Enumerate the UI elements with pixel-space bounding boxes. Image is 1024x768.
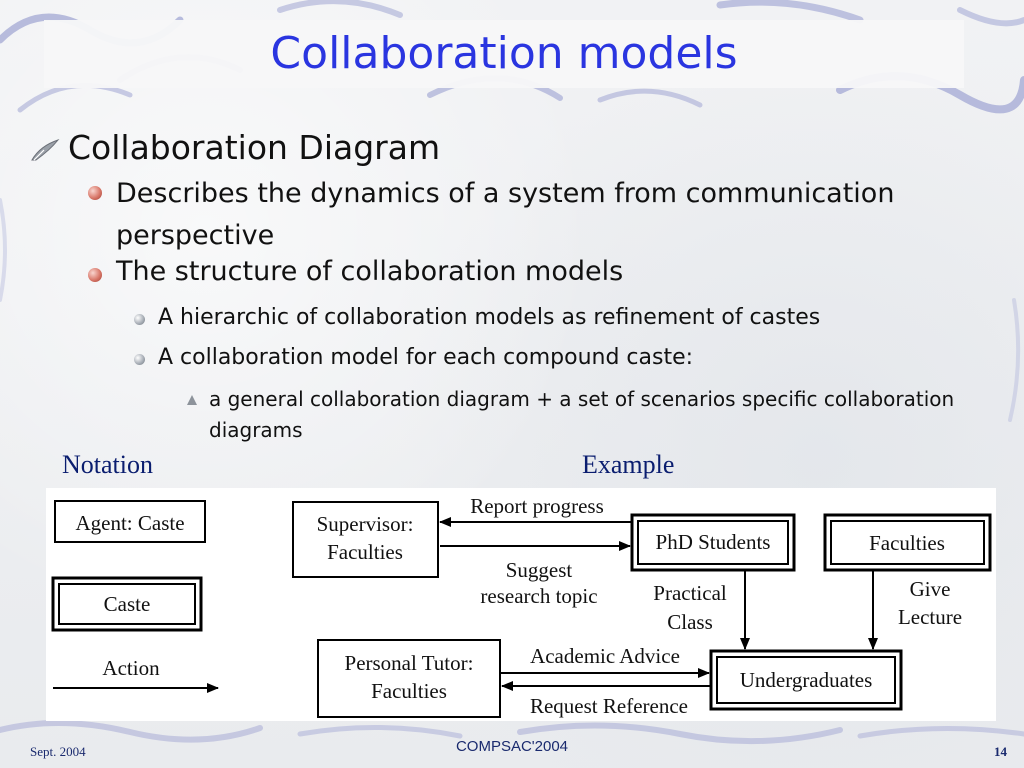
suggest-label-line1: Suggest (506, 558, 573, 582)
bullet-describes-dynamics: Describes the dynamics of a system from … (116, 178, 895, 251)
footer-date: Sept. 2004 (30, 744, 86, 759)
practical-label-line1: Practical (653, 581, 727, 605)
undergraduates-box-inner (716, 656, 896, 704)
phd-students-text: PhD Students (656, 530, 771, 554)
personal-tutor-box (317, 639, 501, 718)
personal-tutor-text-line1: Personal Tutor: (345, 651, 474, 675)
undergraduates-text: Undergraduates (740, 668, 873, 692)
title-background (44, 20, 964, 88)
suggest-label-line2: research topic (480, 584, 597, 608)
bullet-ball-icon (88, 186, 102, 200)
faculties-box-inner (830, 520, 985, 565)
notation-caste-box-inner (58, 583, 196, 625)
notation-agent-box (54, 500, 206, 543)
request-reference-label: Request Reference (530, 694, 688, 718)
bullet-ball-icon (88, 268, 102, 282)
report-progress-label: Report progress (470, 494, 604, 518)
give-label-line2: Lecture (898, 605, 962, 629)
bullet-general-diagram: a general collaboration diagram + a set … (209, 387, 955, 442)
bullet-compound-caste: A collaboration model for each compound … (158, 345, 694, 370)
notation-label: Notation (62, 450, 153, 479)
supervisor-box (292, 501, 439, 578)
bullet-small-ball-icon (134, 314, 145, 325)
example-label: Example (582, 450, 675, 479)
notation-caste-text: Caste (104, 592, 151, 616)
bullet-small-ball-icon (134, 354, 145, 365)
bullet-hierarchic: A hierarchic of collaboration models as … (158, 305, 821, 330)
give-label-line1: Give (910, 577, 951, 601)
slide-title: Collaboration models (270, 28, 738, 79)
supervisor-text-line1: Supervisor: (317, 512, 414, 536)
phd-students-box-inner (637, 520, 789, 565)
bullet-collaboration-diagram: Collaboration Diagram (68, 128, 441, 167)
bullet-structure: The structure of collaboration models (116, 256, 624, 287)
bullet-tiny-icon (187, 395, 197, 405)
practical-label-line2: Class (667, 610, 713, 634)
faculties-text: Faculties (869, 531, 945, 555)
academic-advice-label: Academic Advice (530, 644, 680, 668)
personal-tutor-text-line2: Faculties (371, 679, 447, 703)
quill-bullet-icon (31, 138, 60, 161)
footer-conference: COMPSAC'2004 (455, 738, 569, 755)
notation-action-text: Action (102, 656, 160, 680)
supervisor-text-line2: Faculties (327, 540, 403, 564)
footer-page-number: 14 (994, 744, 1007, 759)
notation-agent-text: Agent: Caste (75, 511, 184, 535)
